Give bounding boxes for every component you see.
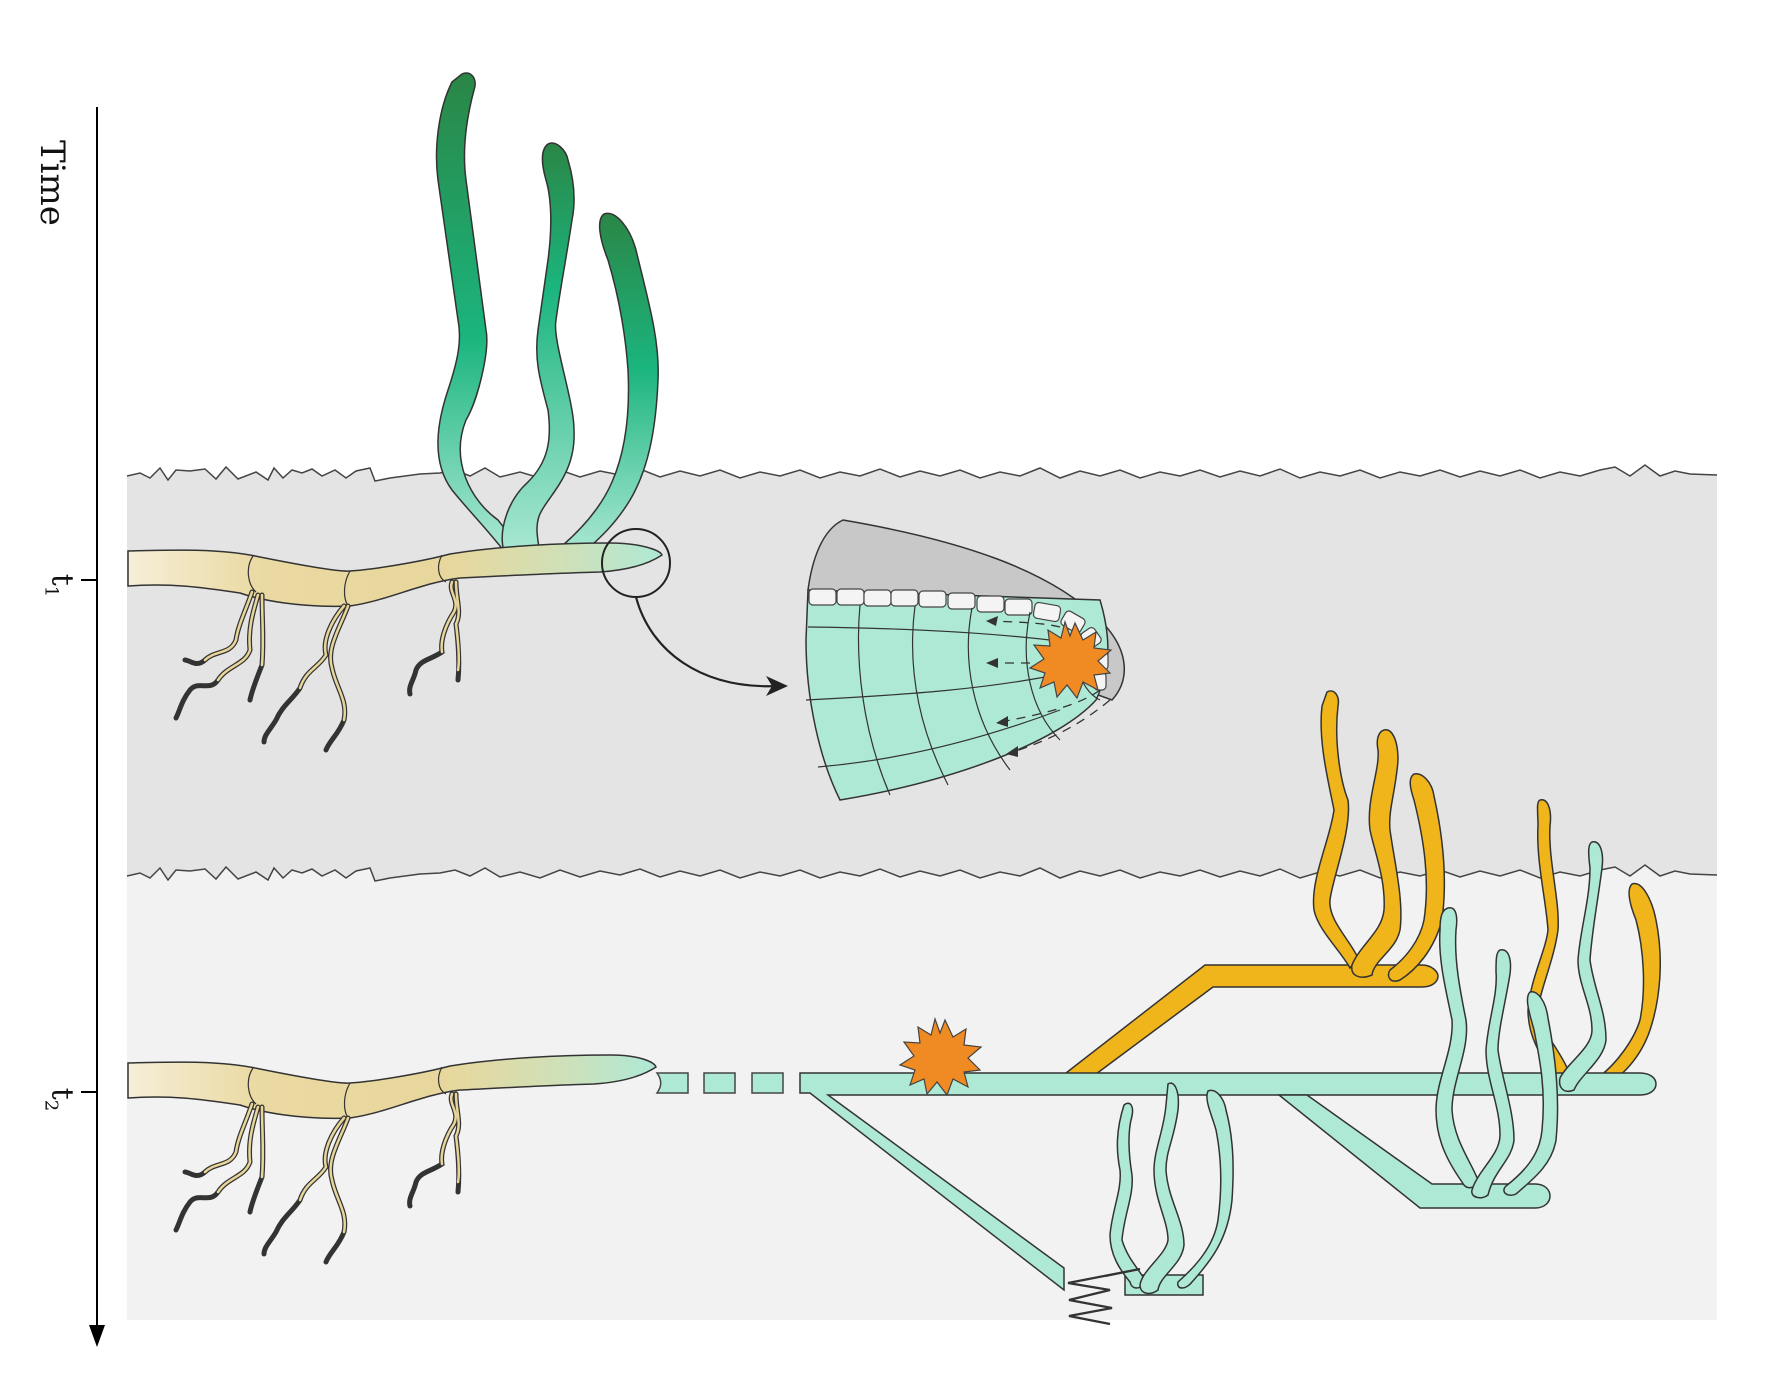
damage-burst-t2-icon bbox=[898, 1016, 983, 1097]
tick-t1-subscript: 1 bbox=[40, 585, 62, 598]
decay-zigzag bbox=[1067, 1267, 1141, 1326]
damage-burst-icon bbox=[1028, 619, 1113, 700]
apical-meristem-inset bbox=[805, 519, 1125, 801]
magnifier-arrow bbox=[634, 596, 781, 688]
tick-t1-text: t bbox=[44, 573, 80, 586]
rhizome-t1 bbox=[127, 542, 663, 608]
roots-t1 bbox=[173, 579, 462, 753]
rhizome-t2 bbox=[127, 1054, 657, 1120]
time-axis-label: Time bbox=[32, 140, 72, 226]
roots-t2 bbox=[173, 1091, 462, 1265]
tick-label-t1: t1 bbox=[40, 574, 79, 598]
panel-t1 bbox=[127, 72, 1125, 801]
teal-branches bbox=[799, 841, 1657, 1296]
missing-segment bbox=[655, 1072, 784, 1094]
tick-t2-text: t bbox=[44, 1087, 80, 1100]
time-axis bbox=[81, 107, 105, 1347]
tick-label-t2: t2 bbox=[40, 1088, 79, 1112]
arrowhead-icon bbox=[766, 676, 788, 696]
panel-t2 bbox=[127, 690, 1662, 1326]
tick-t2-subscript: 2 bbox=[40, 1099, 62, 1112]
